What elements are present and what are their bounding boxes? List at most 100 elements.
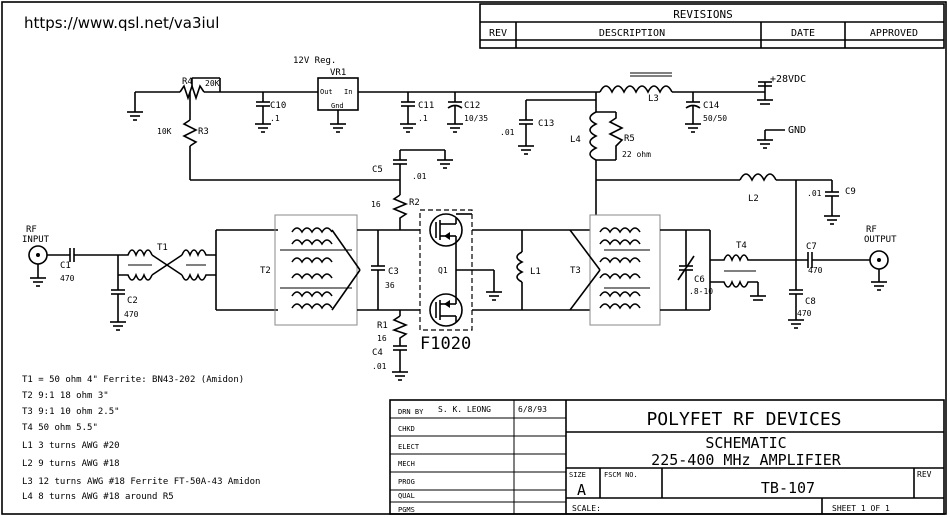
c1-value: 470 xyxy=(60,274,75,283)
c6-label: C6 xyxy=(694,275,705,285)
rf-path xyxy=(28,180,889,381)
rf-output-label-2: OUTPUT xyxy=(864,235,897,245)
drawn-date-value: 6/8/93 xyxy=(518,405,547,414)
r3-resistor xyxy=(182,119,198,147)
r2-resistor xyxy=(391,194,409,230)
r5-resistor xyxy=(608,112,624,160)
c2-value: 470 xyxy=(124,310,139,319)
pgms-label: PGMS xyxy=(398,506,415,514)
c10-value: .1 xyxy=(270,114,280,123)
document-type: SCHEMATIC xyxy=(705,434,786,452)
r2-value: 16 xyxy=(371,200,381,209)
note-t3: T3 9:1 10 ohm 2.5" xyxy=(22,407,120,417)
c14-value: 50/50 xyxy=(703,114,727,123)
rev-column-header: REV xyxy=(489,28,507,39)
r1-resistor xyxy=(391,315,409,346)
r3-value: 10K xyxy=(157,127,172,136)
l3-inductor xyxy=(599,85,673,94)
note-t1: T1 = 50 ohm 4" Ferrite: BN43-202 (Amidon… xyxy=(22,375,244,385)
c7-value: 470 xyxy=(808,266,823,275)
vr1-label: VR1 xyxy=(330,68,346,78)
c11-value: .1 xyxy=(418,114,428,123)
supply-label: +28VDC xyxy=(770,74,806,85)
drawn-by-value: S. K. LEONG xyxy=(438,405,491,414)
c12-label: C12 xyxy=(464,101,480,111)
schematic-labels: 12V Reg. VR1 Out In Gnd R4 20K R3 10K C1… xyxy=(22,56,897,371)
company-name: POLYFET RF DEVICES xyxy=(646,409,841,430)
prog-label: PROG xyxy=(398,478,415,486)
c5-value: .01 xyxy=(412,172,427,181)
q1-label: Q1 xyxy=(438,266,448,275)
document-title: 225-400 MHz AMPLIFIER xyxy=(651,451,842,469)
size-value: A xyxy=(577,481,586,499)
mech-label: MECH xyxy=(398,460,415,468)
fscm-label: FSCM NO. xyxy=(604,471,638,479)
c7-label: C7 xyxy=(806,242,817,252)
vr1-in-pin: In xyxy=(344,88,352,96)
r5-value: 22 ohm xyxy=(622,150,651,159)
c5-label: C5 xyxy=(372,165,383,175)
l4-inductor xyxy=(589,111,598,161)
c11-label: C11 xyxy=(418,101,434,111)
note-t2: T2 9:1 18 ohm 3" xyxy=(22,391,109,401)
note-t4: T4 50 ohm 5.5" xyxy=(22,423,98,433)
revisions-block: REVISIONS REV DESCRIPTION DATE APPROVED xyxy=(479,3,945,49)
c13-value: .01 xyxy=(500,128,515,137)
c8-value: 470 xyxy=(797,309,812,318)
r4-value: 20K xyxy=(205,79,220,88)
r4-label: R4 xyxy=(182,77,193,87)
l1-label: L1 xyxy=(530,267,541,277)
c3-label: C3 xyxy=(388,267,399,277)
r1-value: 16 xyxy=(377,334,387,343)
c2-label: C2 xyxy=(127,296,138,306)
rf-input-label-1: RF xyxy=(26,225,37,235)
component-notes: T1 = 50 ohm 4" Ferrite: BN43-202 (Amidon… xyxy=(22,375,260,502)
t4-label: T4 xyxy=(736,241,747,251)
drawn-by-label: DRN BY xyxy=(398,408,424,416)
l2-label: L2 xyxy=(748,194,759,204)
note-l2: L2 9 turns AWG #18 xyxy=(22,459,120,469)
gnd-label: GND xyxy=(788,125,806,136)
rev-label: REV xyxy=(917,470,932,479)
vr1-out-pin: Out xyxy=(320,88,333,96)
c12-value: 10/35 xyxy=(464,114,488,123)
regulator-title: 12V Reg. xyxy=(293,56,336,66)
bias-network xyxy=(127,72,840,290)
c3-value: 36 xyxy=(385,281,395,290)
c13-label: C13 xyxy=(538,119,554,129)
c6-value: .8-10 xyxy=(689,287,713,296)
c9-label: C9 xyxy=(845,187,856,197)
t2-transformer xyxy=(274,214,358,326)
sheet-label: SHEET 1 OF 1 xyxy=(832,504,890,513)
r5-label: R5 xyxy=(624,134,635,144)
c14-label: C14 xyxy=(703,101,719,111)
c10-label: C10 xyxy=(270,101,286,111)
rf-input-label-2: INPUT xyxy=(22,235,50,245)
t2-label: T2 xyxy=(260,266,271,276)
l1-inductor xyxy=(516,251,524,283)
drawing-number: TB-107 xyxy=(761,479,815,497)
qual-label: QUAL xyxy=(398,492,415,500)
approved-column-header: APPROVED xyxy=(870,28,918,39)
c4-label: C4 xyxy=(372,348,383,358)
l2-inductor xyxy=(739,173,777,182)
transistor-part-number: F1020 xyxy=(420,334,471,354)
l3-label: L3 xyxy=(648,94,659,104)
t1-label: T1 xyxy=(157,243,168,253)
website-url: https://www.qsl.net/va3iul xyxy=(24,14,219,32)
r2-label: R2 xyxy=(409,198,420,208)
note-l4: L4 8 turns AWG #18 around R5 xyxy=(22,492,174,502)
c1-label: C1 xyxy=(60,261,71,271)
elect-label: ELECT xyxy=(398,443,420,451)
rf-output-label-1: RF xyxy=(866,225,877,235)
r4-resistor xyxy=(179,83,205,101)
revisions-title: REVISIONS xyxy=(673,8,733,21)
c4-value: .01 xyxy=(372,362,387,371)
vr1-gnd-pin: Gnd xyxy=(331,102,344,110)
note-l1: L1 3 turns AWG #20 xyxy=(22,441,120,451)
size-label: SIZE xyxy=(569,471,586,479)
scale-label: SCALE: xyxy=(572,504,601,513)
date-column-header: DATE xyxy=(791,28,815,39)
